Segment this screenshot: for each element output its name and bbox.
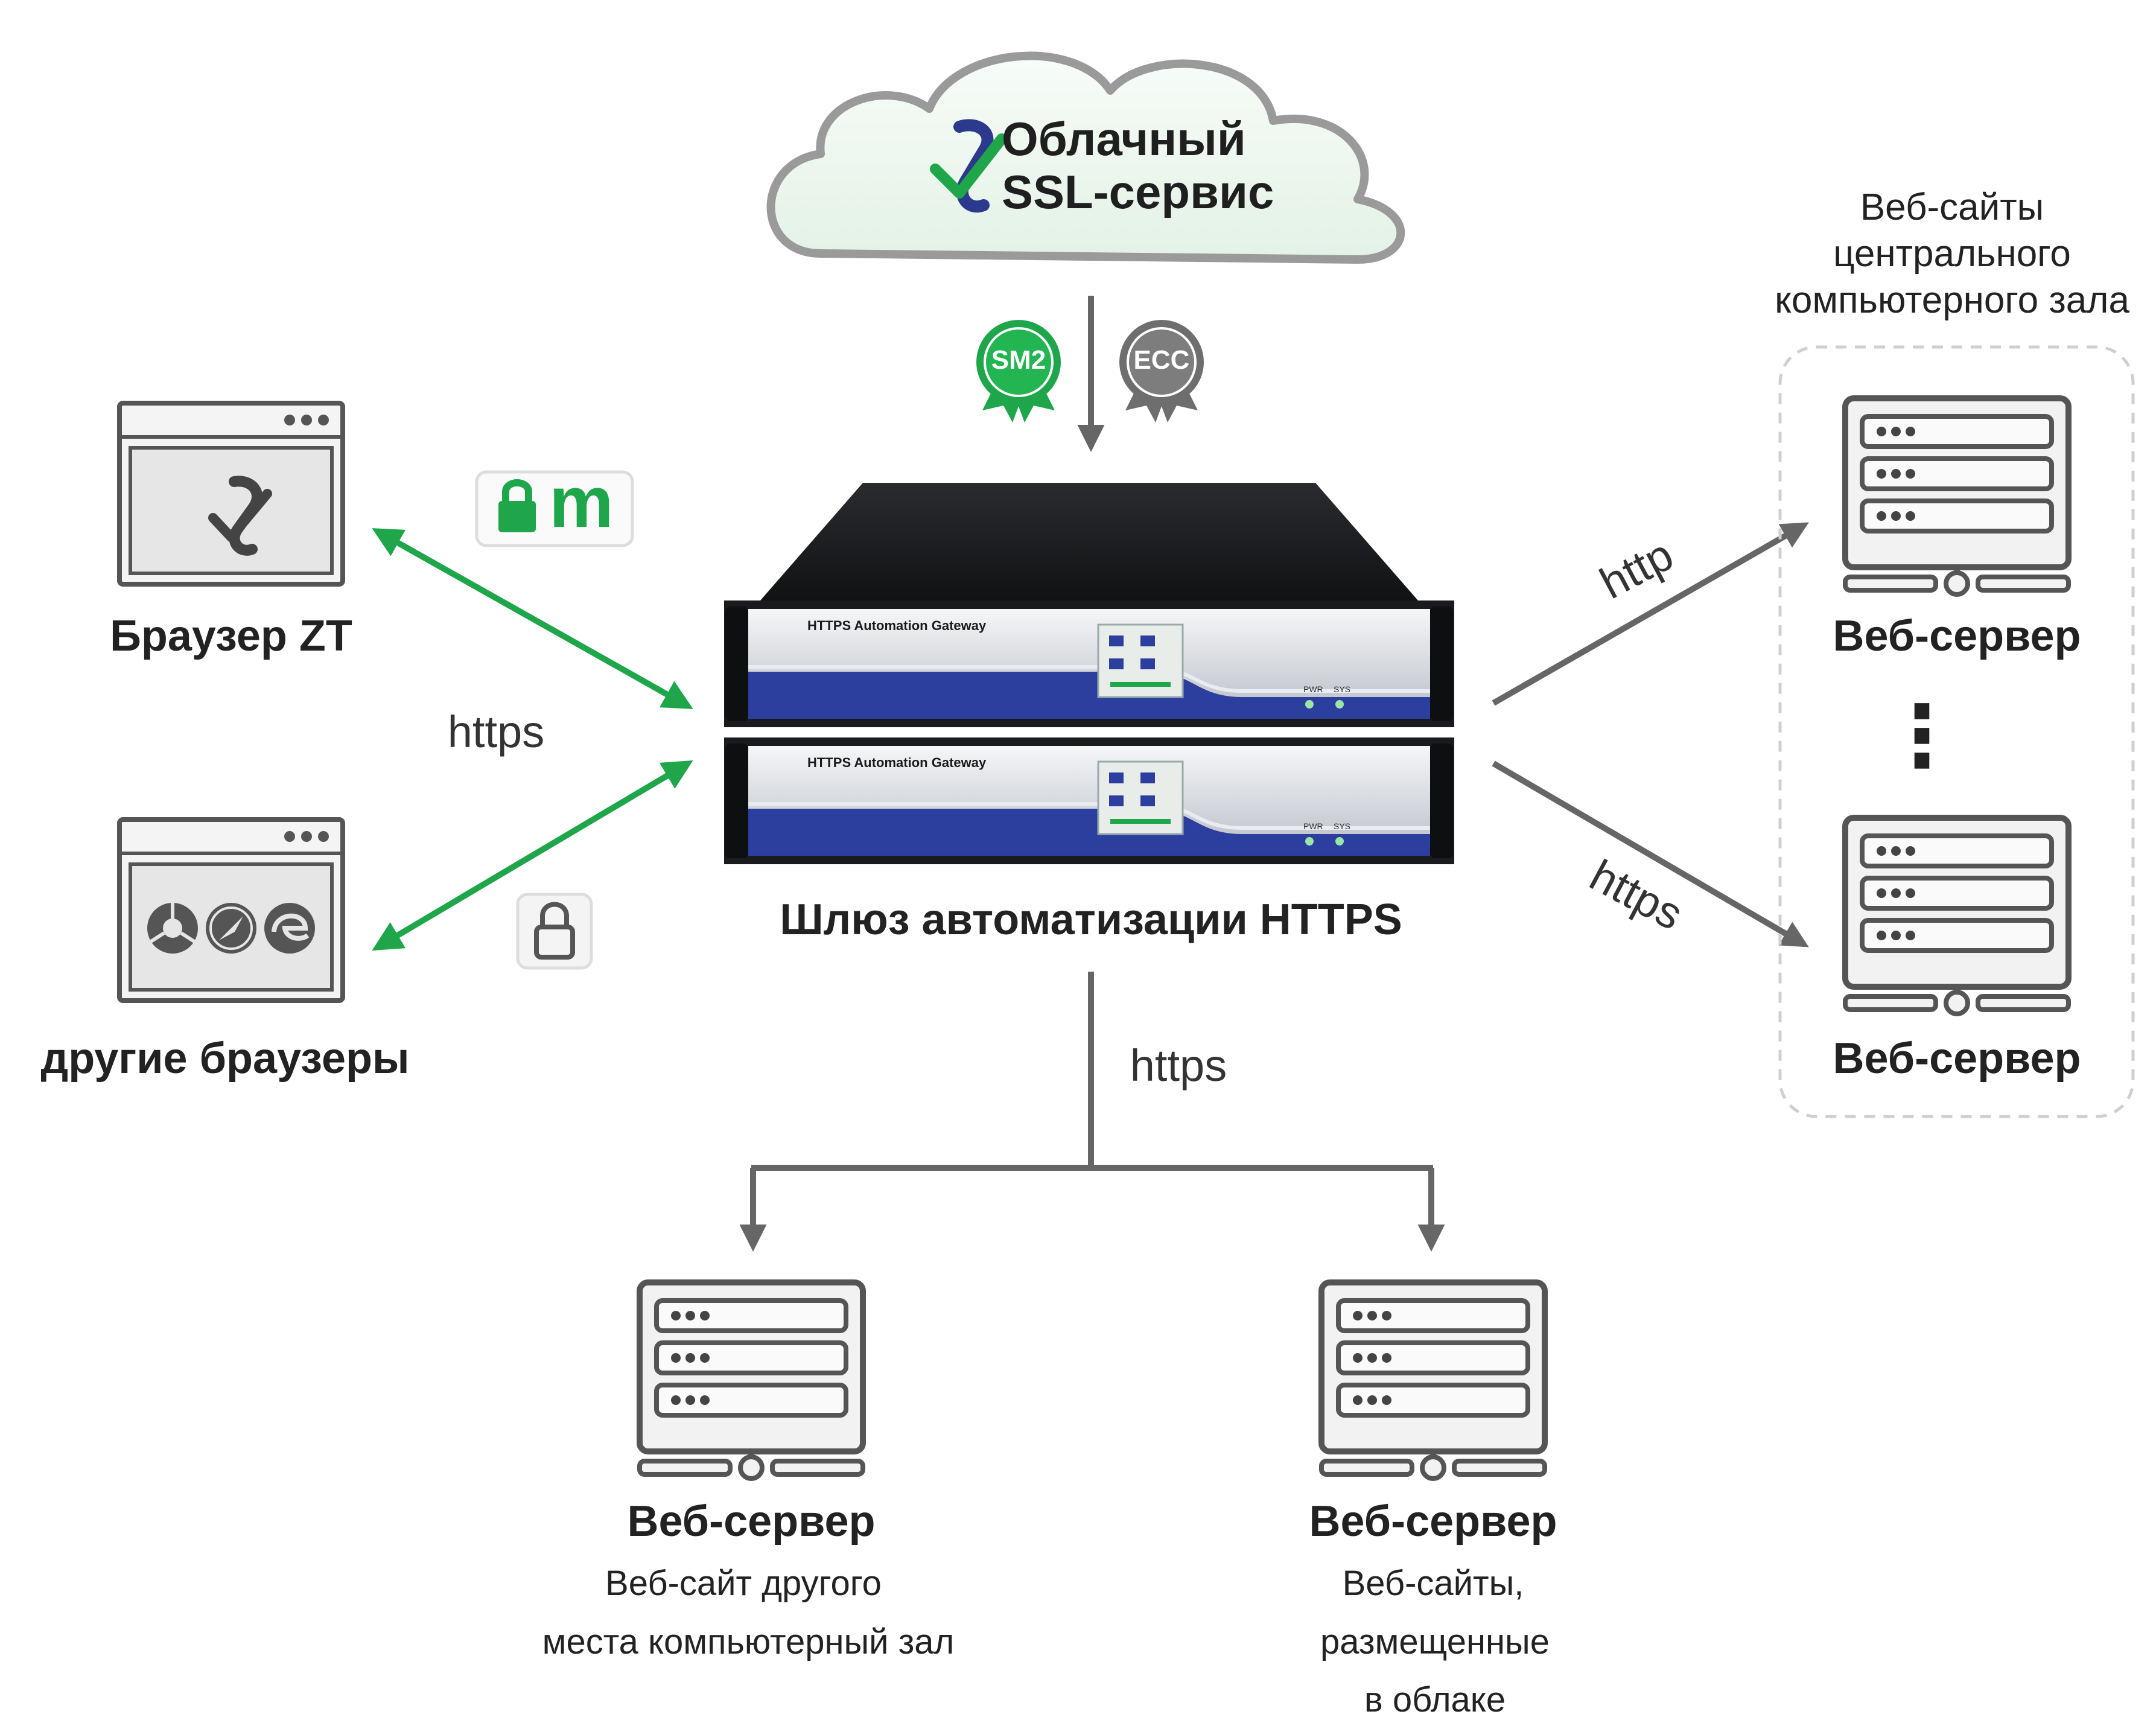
bottom-left-server-line2: места компьютерный зал — [542, 1622, 955, 1661]
datacenter-caption-line3: компьютерного зала — [1775, 279, 2129, 321]
bottom-left-server-icon — [640, 1282, 863, 1479]
ecc-badge-icon — [1119, 320, 1204, 422]
https-datacenter-arrow — [1492, 760, 1809, 948]
bottom-right-server-line3: в облаке — [1364, 1680, 1506, 1719]
sm2-badge-label: SM2 — [991, 345, 1046, 375]
datacenter-caption-line2: центрального — [1833, 233, 2071, 275]
bottom-left-server-line1: Веб-сайт другого — [605, 1564, 882, 1603]
gateway-pwr-label: PWR — [1303, 821, 1323, 831]
safari-icon — [206, 903, 256, 954]
bottom-left-server-title: Веб-сервер — [627, 1497, 876, 1546]
secure-lock-badge-icon — [475, 470, 634, 547]
datacenter-ellipsis: ⋮ — [1880, 689, 1964, 783]
bottom-right-server-icon — [1321, 1282, 1545, 1479]
lock-badge-icon — [516, 893, 593, 970]
datacenter-group — [1778, 345, 2135, 1118]
lock-badge-letter: m — [549, 462, 614, 543]
gateway-panel-text-top: HTTPS Automation Gateway — [807, 618, 987, 633]
chrome-icon — [147, 903, 198, 954]
bottom-right-server-line1: Веб-сайты, — [1342, 1564, 1524, 1603]
bottom-https-tree — [739, 972, 1445, 1252]
browsers-https-label: https — [447, 707, 545, 757]
datacenter-server2-label: Веб-сервер — [1833, 1034, 2081, 1083]
edge-icon — [264, 903, 315, 954]
gateway-sys-label: SYS — [1334, 821, 1351, 831]
gateway-panel-text-bottom: HTTPS Automation Gateway — [807, 755, 987, 770]
bottom-right-server-title: Веб-сервер — [1309, 1497, 1557, 1546]
ecc-badge-label: ECC — [1133, 345, 1190, 375]
zt-shield-logo-icon — [930, 119, 1007, 213]
cloud-shape — [766, 51, 1405, 264]
datacenter-caption-line1: Веб-сайты — [1860, 186, 2044, 228]
sm2-badge-icon — [976, 320, 1061, 422]
other-browsers-icon — [119, 820, 343, 1001]
bottom-right-server-line2: размещенные — [1320, 1622, 1550, 1661]
zt-browser-label: Браузер ZT — [110, 612, 352, 660]
gateway-device — [724, 483, 1454, 864]
gateway-label: Шлюз автоматизации HTTPS — [780, 896, 1402, 944]
gateway-sys-label: SYS — [1334, 684, 1351, 694]
bottom-https-label: https — [1130, 1040, 1227, 1091]
zt-browser-https-arrow — [372, 528, 693, 709]
gateway-pwr-label: PWR — [1303, 684, 1323, 694]
other-browsers-https-arrow — [372, 760, 693, 951]
other-browsers-label: другие браузеры — [40, 1034, 410, 1083]
datacenter-server-icon — [1845, 818, 2069, 1014]
cloud-title-line2: SSL-сервис — [1002, 165, 1274, 218]
datacenter-server1-label: Веб-сервер — [1833, 612, 2081, 660]
cloud-title-line1: Облачный — [1002, 112, 1246, 165]
datacenter-server-icon — [1845, 398, 2069, 594]
zt-browser-icon — [119, 403, 343, 584]
http-arrow — [1492, 522, 1809, 706]
